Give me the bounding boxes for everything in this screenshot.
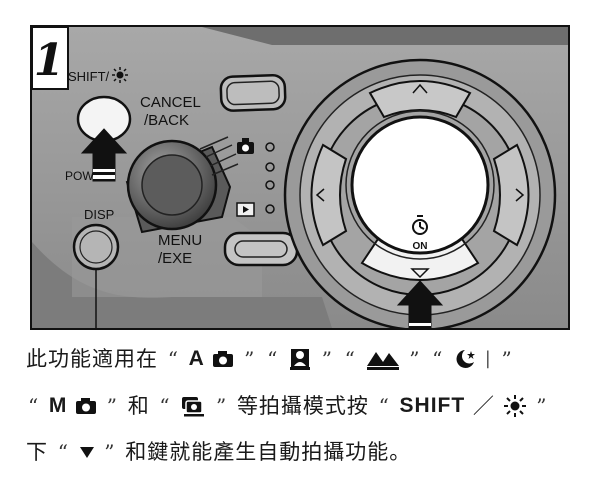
disp-label: DISP [84, 207, 114, 222]
power-switch[interactable] [125, 136, 239, 234]
back-label: /BACK [144, 112, 189, 129]
line1-prefix: 此功能適用在 [26, 347, 158, 371]
mode-led-2 [265, 162, 275, 172]
right-button[interactable] [492, 143, 530, 247]
shift-label: SHIFT/ [68, 69, 110, 84]
line3-prefix: 下 [26, 440, 48, 464]
exe-label: /EXE [158, 250, 192, 267]
instruction-line-3: 下 “ ” 和鍵就能產生自動拍攝功能。 [26, 436, 411, 467]
instruction-line-1: 此功能適用在 “ A ” “ ” “ ” “ | ” [26, 343, 515, 374]
on-label: ON [413, 241, 428, 252]
sun-icon [112, 67, 128, 83]
down-triangle-icon [79, 447, 94, 458]
top-edge [202, 27, 568, 45]
camera-icon [213, 351, 234, 367]
modes-text: 等拍攝模式按 [236, 394, 369, 418]
camera-illustration: 1 SHIFT/ CANCEL /BACK POWER [30, 25, 570, 330]
continuous-shooting-icon [182, 397, 205, 417]
instruction-line-2: “ M ” 和 “ ” 等拍攝模式按 “ SHIFT ／ ” [26, 390, 550, 421]
and-text: 和 [127, 394, 150, 418]
landscape-mode-icon [366, 352, 399, 370]
camera-icon [76, 398, 97, 414]
step-number-box [32, 27, 69, 90]
mode-led-4 [265, 204, 275, 214]
sun-icon [503, 395, 526, 417]
self-timer-icon [412, 215, 428, 235]
mode-led-1 [265, 142, 275, 152]
portrait-mode-icon [290, 349, 310, 370]
center-button[interactable] [350, 115, 490, 255]
mode-led-3 [265, 180, 275, 190]
left-button[interactable] [310, 143, 348, 247]
cancel-back-button[interactable] [219, 73, 287, 112]
press-arrow-shift [80, 128, 128, 182]
line3-text: 和鍵就能產生自動拍攝功能。 [125, 440, 412, 464]
menu-label: MENU [158, 232, 202, 249]
mode-a-label: A [188, 347, 205, 370]
slash-text: ／ [472, 394, 495, 418]
step-number: 1 [34, 35, 65, 86]
cancel-label: CANCEL [140, 94, 201, 111]
mode-m-label: M [48, 394, 68, 417]
press-arrow-down [396, 280, 444, 328]
playback-mode-icon [236, 202, 255, 217]
camera-mode-icon [237, 138, 254, 154]
menu-exe-button[interactable] [223, 231, 299, 267]
shift-key-text: SHIFT [399, 394, 466, 417]
up-button[interactable] [368, 80, 472, 119]
night-mode-icon [456, 350, 476, 368]
